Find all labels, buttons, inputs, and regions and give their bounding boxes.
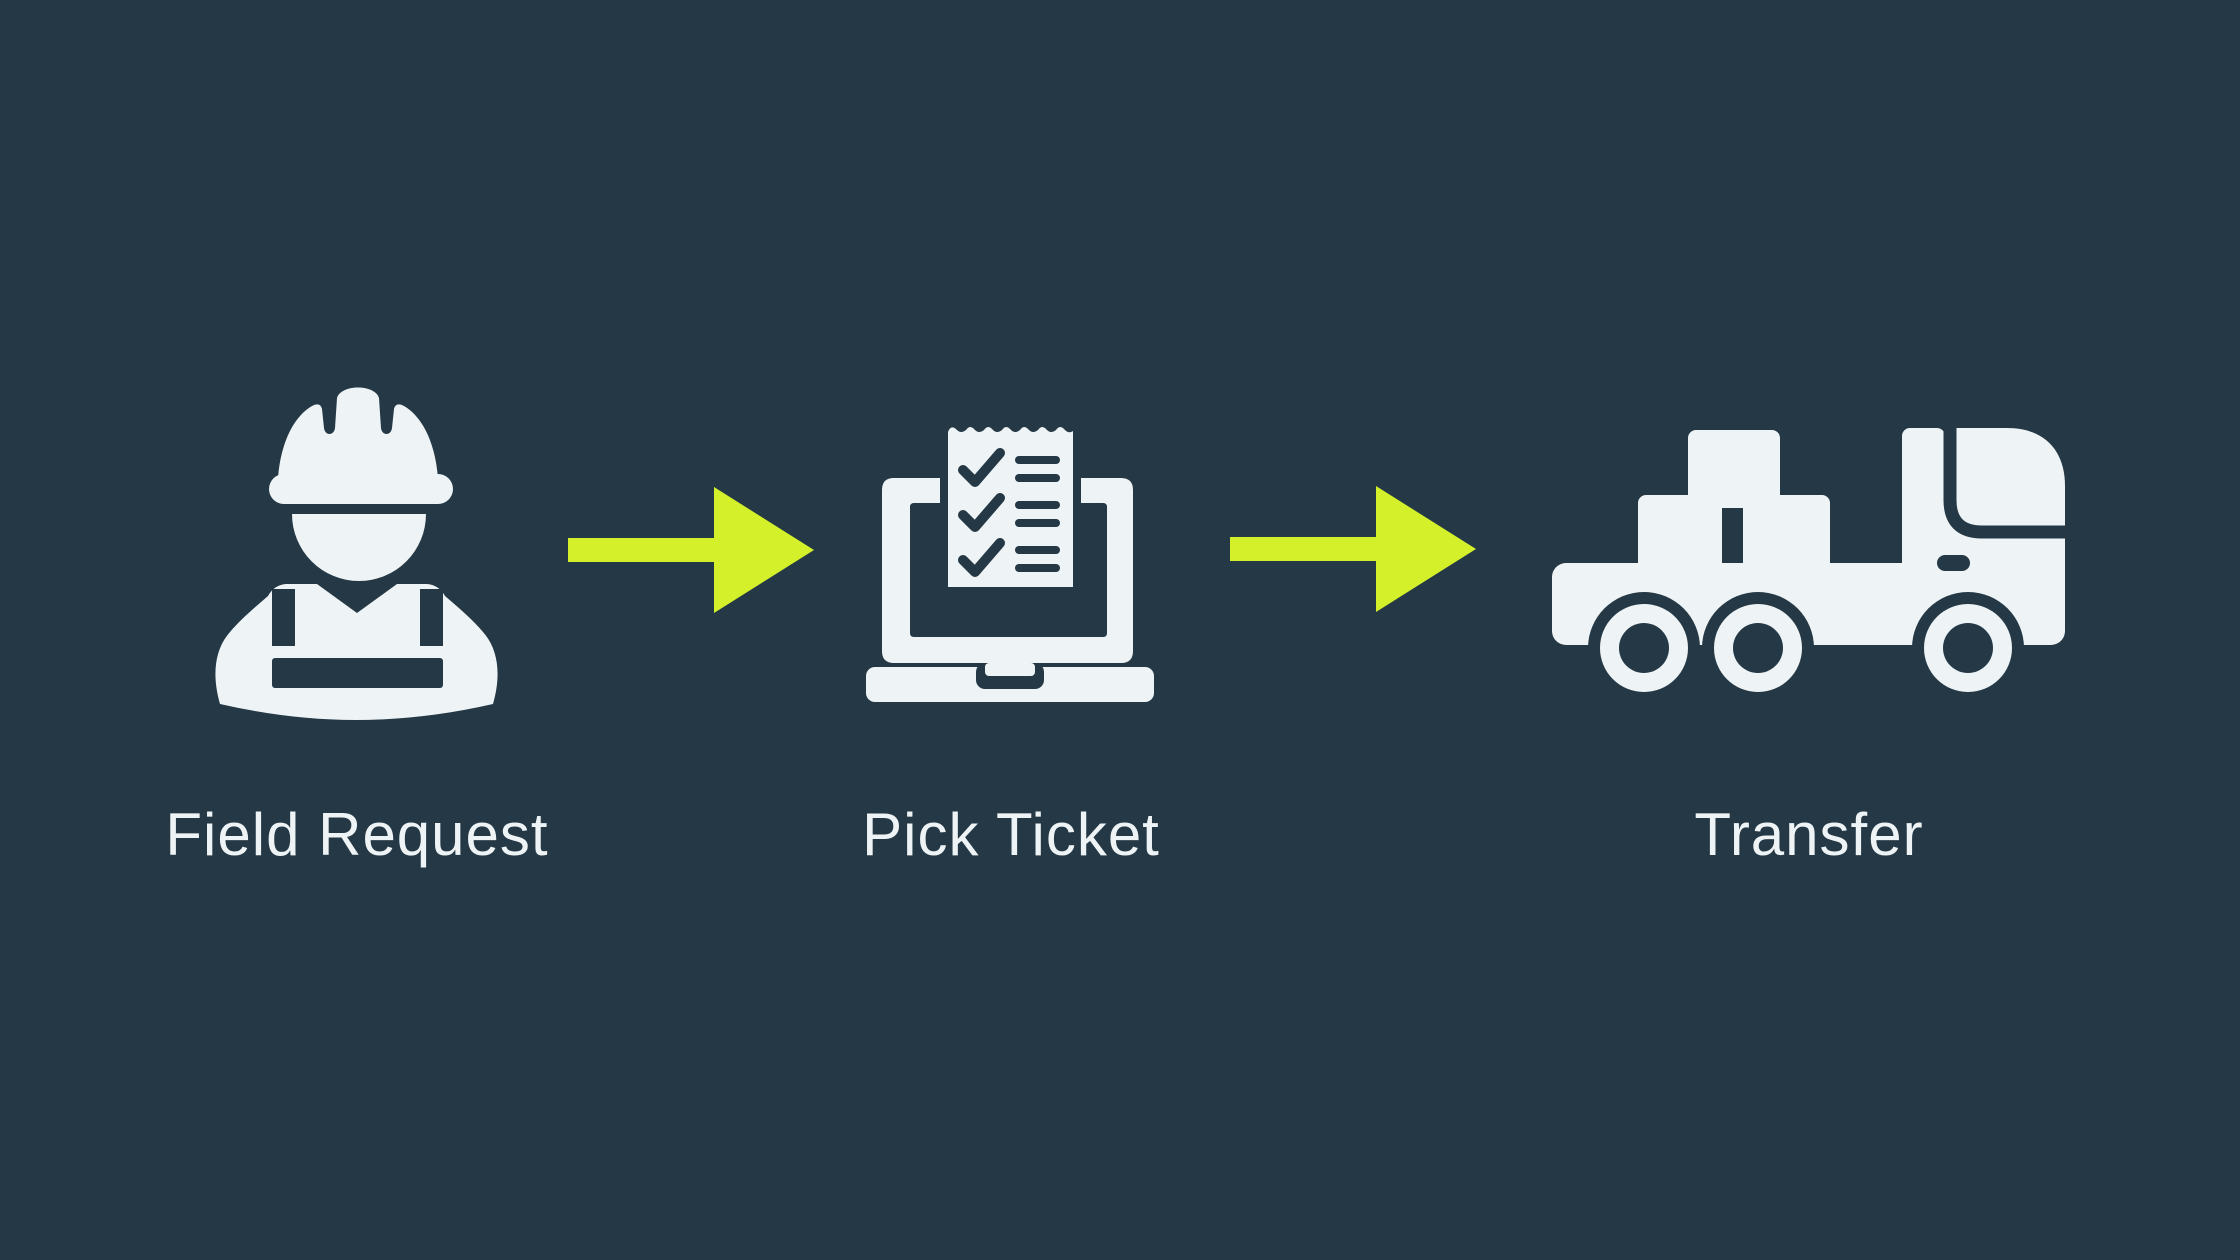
step-label-pick-ticket: Pick Ticket [862, 801, 1160, 868]
cargo-truck-icon [1552, 428, 2065, 704]
arrow-right-icon [1230, 486, 1476, 612]
laptop-screen [882, 478, 1133, 663]
worker-face [292, 514, 426, 581]
construction-worker-icon [215, 387, 498, 720]
hard-hat [278, 387, 438, 487]
checklist-lines [1015, 456, 1060, 572]
laptop-checklist-icon [866, 420, 1154, 702]
checkmarks [958, 448, 1005, 577]
door-handle [1937, 555, 1970, 571]
arrow-right-icon [568, 487, 814, 613]
hat-brim [269, 474, 453, 504]
cab-pillar [1902, 428, 1945, 578]
truck-wheels [1588, 592, 2024, 704]
step-label-transfer: Transfer [1694, 801, 1924, 868]
step-label-field-request: Field Request [165, 801, 549, 868]
cargo-boxes [1638, 430, 1830, 575]
